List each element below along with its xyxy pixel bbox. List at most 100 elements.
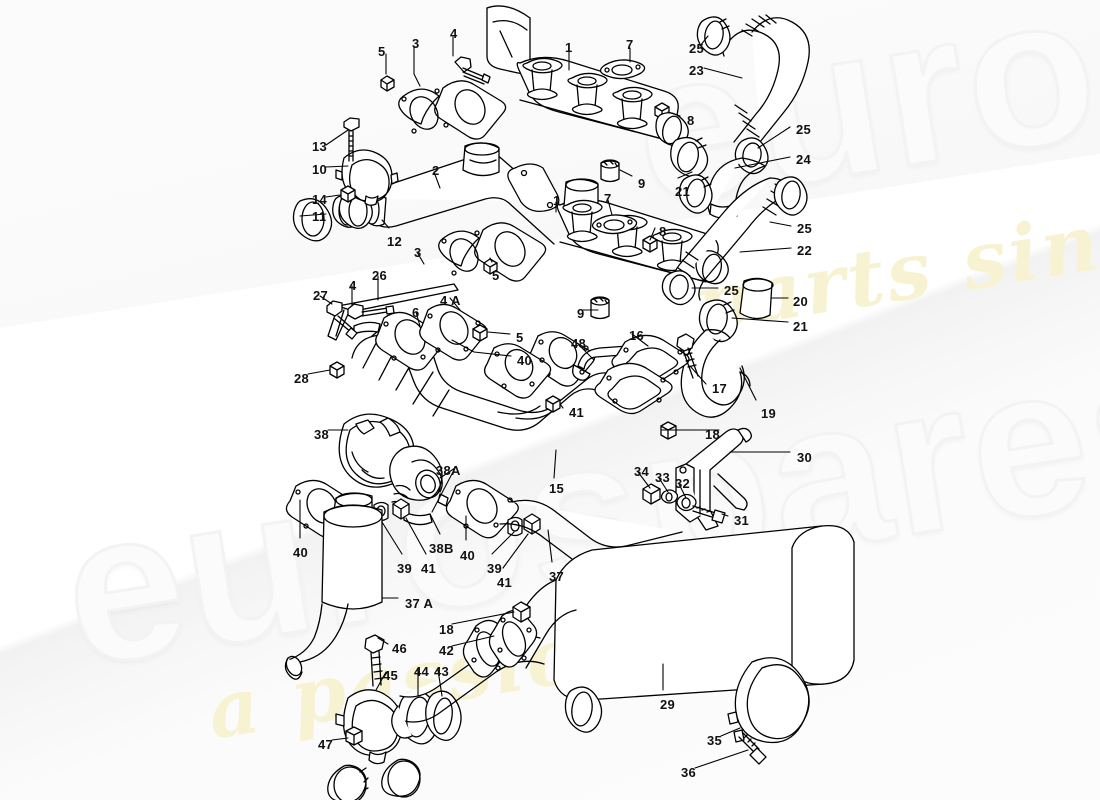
callout-12: 12 xyxy=(387,234,403,249)
callout-9: 9 xyxy=(638,176,646,191)
callout-23: 23 xyxy=(689,63,705,78)
callout-25: 25 xyxy=(724,283,740,298)
callout-21: 21 xyxy=(675,184,691,199)
callout-25: 25 xyxy=(689,41,705,56)
callout-30: 30 xyxy=(797,450,813,465)
nut-41-upper xyxy=(545,395,561,413)
callout-4: 4 xyxy=(349,278,357,293)
callout-13: 13 xyxy=(312,139,328,154)
crossover-tube-2 xyxy=(292,142,560,245)
callout-18: 18 xyxy=(705,427,721,442)
intake-manifold-upper xyxy=(398,5,709,177)
callout-1: 1 xyxy=(553,193,561,208)
callout-37a: 37 A xyxy=(405,596,434,611)
bolt-36 xyxy=(738,732,767,765)
nut-41-left xyxy=(392,498,410,520)
clamp-25-b xyxy=(734,137,769,175)
callout-37: 37 xyxy=(549,569,565,584)
callout-17: 17 xyxy=(712,381,728,396)
callout-3: 3 xyxy=(414,245,422,260)
callout-32: 32 xyxy=(675,476,691,491)
nut-47 xyxy=(345,726,363,746)
callout-18: 18 xyxy=(439,622,455,637)
callout-7: 7 xyxy=(604,191,612,206)
clamp-25-d xyxy=(661,270,696,306)
callout-2: 2 xyxy=(432,163,440,178)
callout-38a: 38A xyxy=(436,463,461,478)
sleeve-20 xyxy=(739,277,774,320)
callout-47: 47 xyxy=(318,737,334,752)
nut-18-lower xyxy=(512,601,531,623)
callout-44: 44 xyxy=(414,664,430,679)
callout-11: 11 xyxy=(312,209,327,224)
callout-40: 40 xyxy=(517,353,533,368)
callout-41: 41 xyxy=(421,561,437,576)
fastener-group-31-34 xyxy=(642,483,726,524)
nut-5-lower xyxy=(483,258,498,275)
callout-42: 42 xyxy=(439,643,455,658)
callout-31: 31 xyxy=(734,513,750,528)
callout-4a: 4 A xyxy=(440,293,461,308)
bushing-9-lower xyxy=(590,296,610,320)
bushing-9-upper xyxy=(600,159,620,183)
callout-16: 16 xyxy=(629,328,645,343)
bolt-17 xyxy=(676,333,699,379)
callout-3: 3 xyxy=(412,36,420,51)
nut-28 xyxy=(329,361,345,379)
callout-8: 8 xyxy=(687,113,695,128)
bolt-27 xyxy=(326,300,358,340)
bolt-46 xyxy=(364,634,385,687)
callout-1: 1 xyxy=(565,40,573,55)
callout-5: 5 xyxy=(492,268,500,283)
callout-43: 43 xyxy=(434,664,450,679)
callout-38b: 38B xyxy=(429,541,454,556)
callout-19: 19 xyxy=(761,406,777,421)
callout-26: 26 xyxy=(372,268,388,283)
strap-35 xyxy=(727,657,810,744)
nut-41-right xyxy=(523,513,541,535)
callout-45: 45 xyxy=(383,668,399,683)
nut-5-upper xyxy=(380,75,395,92)
callout-35: 35 xyxy=(707,733,723,748)
callout-24: 24 xyxy=(796,152,812,167)
bolt-13 xyxy=(343,117,360,162)
callout-36: 36 xyxy=(681,765,697,780)
gasket-16-lower xyxy=(594,362,673,415)
gasket-42-b xyxy=(488,609,538,668)
callout-4: 4 xyxy=(450,26,458,41)
nut-14 xyxy=(340,185,356,203)
callout-5: 5 xyxy=(516,330,524,345)
callout-29: 29 xyxy=(660,697,676,712)
hose-19 xyxy=(680,329,751,418)
callout-9: 9 xyxy=(577,306,585,321)
callout-28: 28 xyxy=(294,371,310,386)
washer-39-right xyxy=(507,516,523,537)
callout-39: 39 xyxy=(487,561,503,576)
callout-48: 48 xyxy=(571,336,587,351)
callout-20: 20 xyxy=(793,294,809,309)
heat-exchanger-15 xyxy=(351,303,653,431)
clamp-21-upper xyxy=(678,174,713,214)
callout-6: 6 xyxy=(412,305,420,320)
air-pump-38 xyxy=(338,413,449,526)
callout-7: 7 xyxy=(626,37,634,52)
callout-27: 27 xyxy=(313,288,329,303)
air-hose-23 xyxy=(722,14,810,143)
callout-25: 25 xyxy=(796,122,812,137)
callout-22: 22 xyxy=(797,243,813,258)
nut-5-heat-exchanger xyxy=(472,324,488,342)
clamp-25-c xyxy=(773,176,808,216)
callout-46: 46 xyxy=(392,641,408,656)
callout-38: 38 xyxy=(314,427,330,442)
callout-21: 21 xyxy=(793,319,809,334)
callout-40: 40 xyxy=(293,545,309,560)
callout-5: 5 xyxy=(378,44,386,59)
bolt-4 xyxy=(454,56,491,85)
callout-8: 8 xyxy=(659,224,667,239)
callout-41: 41 xyxy=(569,405,585,420)
clamp-21-lower xyxy=(698,299,738,343)
leader-lines xyxy=(299,35,792,769)
callout-10: 10 xyxy=(312,162,328,177)
